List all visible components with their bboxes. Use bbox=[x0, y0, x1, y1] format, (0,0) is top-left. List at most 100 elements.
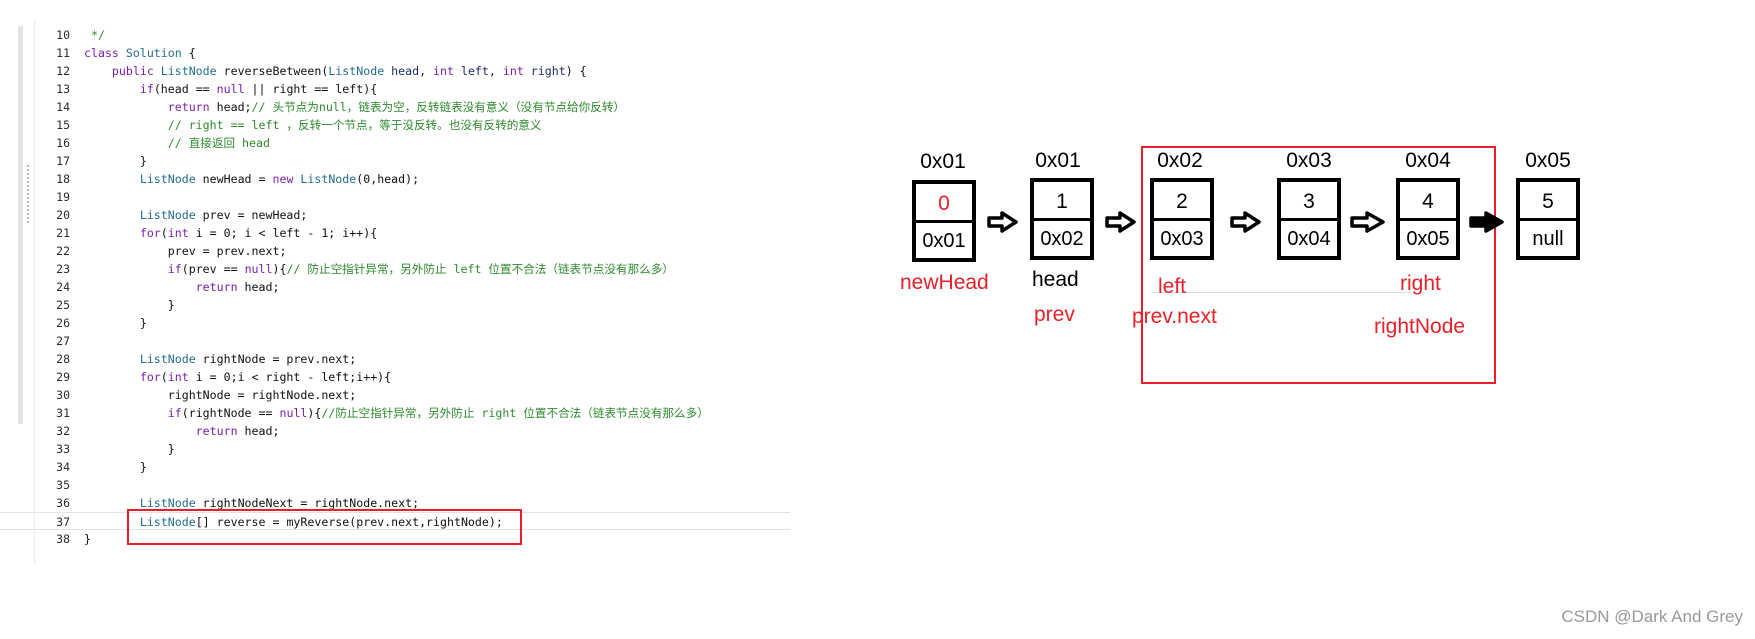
code-line[interactable]: 36 ListNode rightNodeNext = rightNode.ne… bbox=[0, 494, 790, 512]
node-divider bbox=[1154, 218, 1210, 221]
code-token: // right == left ，反转一个节点，等于没反转。也没有反转的意义 bbox=[84, 118, 542, 132]
node-divider bbox=[1400, 218, 1456, 221]
line-code: return head; bbox=[84, 278, 280, 296]
code-token: int bbox=[502, 64, 531, 78]
code-line[interactable]: 22 prev = prev.next; bbox=[0, 242, 790, 260]
code-token: new bbox=[272, 172, 301, 186]
node-divider bbox=[1034, 218, 1090, 221]
code-line[interactable]: 17 } bbox=[0, 152, 790, 170]
line-number: 23 bbox=[56, 262, 70, 276]
code-line[interactable]: 31 if(rightNode == null){//防止空指针异常，另外防止 … bbox=[0, 404, 790, 422]
code-line[interactable]: 10 */ bbox=[0, 26, 790, 44]
line-number: 27 bbox=[56, 334, 70, 348]
node-next-pointer: 0x04 bbox=[1287, 228, 1331, 250]
code-token: } bbox=[84, 442, 175, 456]
line-code: ListNode newHead = new ListNode(0,head); bbox=[84, 170, 419, 188]
watermark: CSDN @Dark And Grey bbox=[1561, 607, 1743, 626]
code-token: head bbox=[391, 64, 420, 78]
line-number: 37 bbox=[56, 515, 70, 529]
code-token: null bbox=[244, 262, 273, 276]
line-code: ListNode prev = newHead; bbox=[84, 206, 308, 224]
line-number: 11 bbox=[56, 46, 70, 60]
node-value: 2 bbox=[1176, 190, 1188, 213]
code-token: (0,head); bbox=[356, 172, 420, 186]
code-line[interactable]: 18 ListNode newHead = new ListNode(0,hea… bbox=[0, 170, 790, 188]
node-value: 4 bbox=[1422, 190, 1434, 213]
code-line[interactable]: 16 // 直接返回 head bbox=[0, 134, 790, 152]
code-token: reverseBetween bbox=[223, 64, 322, 78]
code-line[interactable]: 29 for(int i = 0;i < right - left;i++){ bbox=[0, 368, 790, 386]
code-line[interactable]: 20 ListNode prev = newHead; bbox=[0, 206, 790, 224]
code-token: right bbox=[530, 64, 566, 78]
code-line[interactable]: 25 } bbox=[0, 296, 790, 314]
code-line[interactable]: 21 for(int i = 0; i < left - 1; i++){ bbox=[0, 224, 790, 242]
code-token: int bbox=[433, 64, 461, 78]
code-line[interactable]: 23 if(prev == null){// 防止空指针异常，另外防止 left… bbox=[0, 260, 790, 278]
line-number: 35 bbox=[56, 478, 70, 492]
node-address-4: 0x04 bbox=[1405, 149, 1451, 172]
code-line[interactable]: 28 ListNode rightNode = prev.next; bbox=[0, 350, 790, 368]
node-address-0: 0x01 bbox=[920, 150, 966, 173]
list-node-3: 3 0x04 bbox=[1277, 178, 1341, 260]
code-line[interactable]: 35 bbox=[0, 476, 790, 494]
code-token: ListNode bbox=[84, 496, 203, 510]
label-newhead: newHead bbox=[900, 271, 989, 294]
line-code: if(prev == null){// 防止空指针异常，另外防止 left 位置… bbox=[84, 260, 674, 278]
node-divider bbox=[1281, 218, 1337, 221]
line-number: 36 bbox=[56, 496, 70, 510]
code-token: } bbox=[84, 460, 147, 474]
code-token: } bbox=[84, 532, 91, 546]
code-line[interactable]: 24 return head; bbox=[0, 278, 790, 296]
label-prev: prev bbox=[1034, 303, 1075, 326]
code-token: ) { bbox=[565, 64, 587, 78]
node-next-pointer: 0x03 bbox=[1160, 228, 1204, 250]
code-line[interactable]: 37 ListNode[] reverse = myReverse(prev.n… bbox=[0, 512, 790, 530]
code-line[interactable]: 13 if(head == null || right == left){ bbox=[0, 80, 790, 98]
code-token: } bbox=[84, 316, 147, 330]
code-line[interactable]: 34 } bbox=[0, 458, 790, 476]
code-line[interactable]: 33 } bbox=[0, 440, 790, 458]
reverse-range-box bbox=[1141, 146, 1496, 384]
line-number: 34 bbox=[56, 460, 70, 474]
line-number: 30 bbox=[56, 388, 70, 402]
line-code: // 直接返回 head bbox=[84, 134, 270, 152]
line-number: 18 bbox=[56, 172, 70, 186]
node-next-pointer: 0x01 bbox=[922, 230, 966, 252]
node-divider bbox=[1520, 218, 1576, 221]
code-line[interactable]: 32 return head; bbox=[0, 422, 790, 440]
code-token: , bbox=[419, 64, 434, 78]
editor-gutter-separator bbox=[34, 20, 35, 565]
line-code: if(rightNode == null){//防止空指针异常，另外防止 rig… bbox=[84, 404, 709, 422]
label-prev-next: prev.next bbox=[1132, 305, 1217, 328]
code-token: // 直接返回 head bbox=[84, 136, 270, 150]
code-line[interactable]: 19 bbox=[0, 188, 790, 206]
line-number: 17 bbox=[56, 154, 70, 168]
code-line[interactable]: 12 public ListNode reverseBetween(ListNo… bbox=[0, 62, 790, 80]
code-line[interactable]: 38} bbox=[0, 530, 790, 548]
editor-gutter-bar bbox=[18, 26, 23, 424]
code-token: [] reverse = bbox=[195, 515, 287, 529]
code-token: // 头节点为null，链表为空，反转链表没有意义（没有节点给你反转） bbox=[251, 100, 626, 114]
code-line[interactable]: 26 } bbox=[0, 314, 790, 332]
node-address-2: 0x02 bbox=[1157, 149, 1203, 172]
next-arrow-icon bbox=[987, 211, 1018, 233]
code-token: head; bbox=[244, 424, 280, 438]
code-line[interactable]: 15 // right == left ，反转一个节点，等于没反转。也没有反转的… bbox=[0, 116, 790, 134]
code-token: ( bbox=[321, 64, 329, 78]
code-token: ListNode bbox=[160, 64, 224, 78]
code-line[interactable]: 30 rightNode = rightNode.next; bbox=[0, 386, 790, 404]
line-number: 38 bbox=[56, 532, 70, 546]
code-line[interactable]: 14 return head;// 头节点为null，链表为空，反转链表没有意义… bbox=[0, 98, 790, 116]
line-code: public ListNode reverseBetween(ListNode … bbox=[84, 62, 587, 80]
node-address-5: 0x05 bbox=[1525, 149, 1571, 172]
line-code: ListNode rightNode = prev.next; bbox=[84, 350, 356, 368]
code-token: head; bbox=[244, 280, 280, 294]
line-number: 32 bbox=[56, 424, 70, 438]
line-number: 22 bbox=[56, 244, 70, 258]
line-code: rightNode = rightNode.next; bbox=[84, 386, 356, 404]
code-line[interactable]: 27 bbox=[0, 332, 790, 350]
code-token: public bbox=[84, 64, 161, 78]
list-node-0: 0 0x01 bbox=[912, 180, 976, 262]
